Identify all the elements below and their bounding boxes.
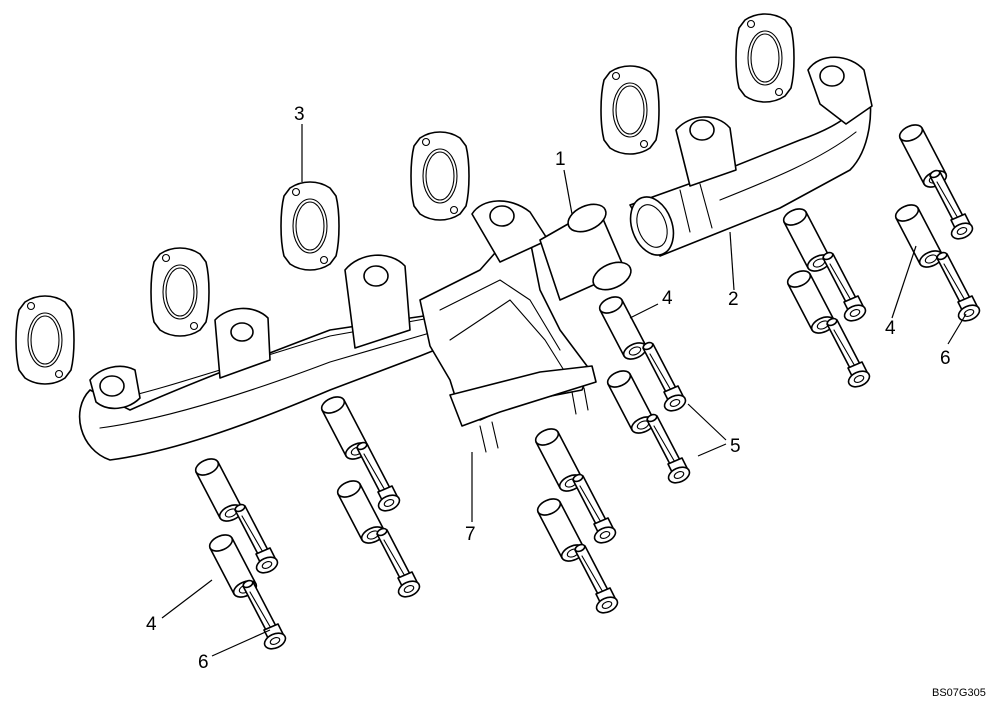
callouts: 1 2 3 4 4 4 5 6 6 7	[146, 104, 951, 673]
bolt-6	[645, 412, 693, 487]
callout-2: 2	[728, 289, 739, 310]
bolt-3	[935, 250, 983, 325]
gasket-6	[735, 13, 795, 103]
gasket-5	[600, 65, 660, 155]
spacer-5	[596, 292, 650, 364]
callout-4-right: 4	[885, 318, 896, 339]
gasket-2	[150, 247, 210, 337]
front-manifold-section	[78, 200, 597, 461]
spacer-6	[604, 366, 658, 438]
bolt-8	[571, 472, 619, 547]
bolt-4	[825, 316, 873, 391]
spacer-3	[892, 200, 946, 272]
bolt-11	[573, 542, 621, 617]
slip-joint-sleeve	[539, 203, 632, 301]
gasket-1	[15, 295, 75, 385]
bolt-10	[375, 526, 423, 601]
reference-code: BS07G305	[932, 687, 986, 699]
callout-4-center: 4	[662, 288, 673, 309]
callout-6-left: 6	[198, 652, 209, 673]
leader-lines	[161, 124, 967, 657]
callout-4-left: 4	[146, 614, 157, 635]
callout-6-right: 6	[940, 348, 951, 369]
gasket-3	[280, 181, 340, 271]
spacer-2	[780, 204, 834, 276]
callout-1: 1	[555, 149, 566, 170]
callout-5: 5	[730, 436, 741, 457]
rear-manifold-section	[629, 56, 873, 257]
callout-3: 3	[294, 104, 305, 125]
bolt-12	[241, 578, 289, 653]
bolt-5	[641, 340, 689, 415]
bolt-1	[928, 168, 976, 243]
callout-7: 7	[465, 524, 476, 545]
gasket-4	[410, 131, 470, 221]
